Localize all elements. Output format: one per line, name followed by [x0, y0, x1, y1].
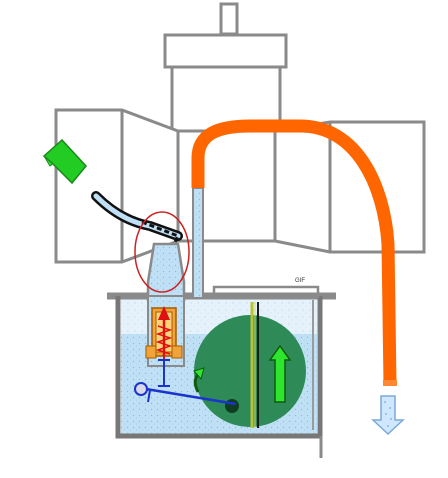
- float-lever: [134, 367, 237, 406]
- needle-spring: [155, 325, 173, 355]
- float-weight: [225, 399, 239, 413]
- needle-valve: [145, 306, 183, 387]
- top-cap: [163, 33, 288, 69]
- overflow-hose: [191, 119, 397, 385]
- overflow-hose-tip: [383, 380, 397, 386]
- main-jet-tube: [192, 187, 204, 299]
- lever-pivot: [134, 382, 148, 396]
- gif-tag: GIF: [295, 278, 305, 284]
- float-up-arrow-icon: [268, 344, 292, 403]
- needle-seat-highlight: [134, 211, 190, 293]
- upper-housing: [170, 65, 282, 133]
- lever-arm: [139, 386, 237, 406]
- left-venturi-wall: [54, 108, 180, 264]
- carburetor-body: [54, 2, 426, 264]
- top-stem: [219, 2, 239, 36]
- outlet-arrow-speckle: [384, 401, 392, 427]
- needle-tip: [158, 306, 170, 320]
- float: [194, 302, 306, 428]
- float-body: [194, 315, 306, 427]
- vent-tube: [212, 285, 320, 299]
- outlet-arrow-icon: [371, 395, 405, 436]
